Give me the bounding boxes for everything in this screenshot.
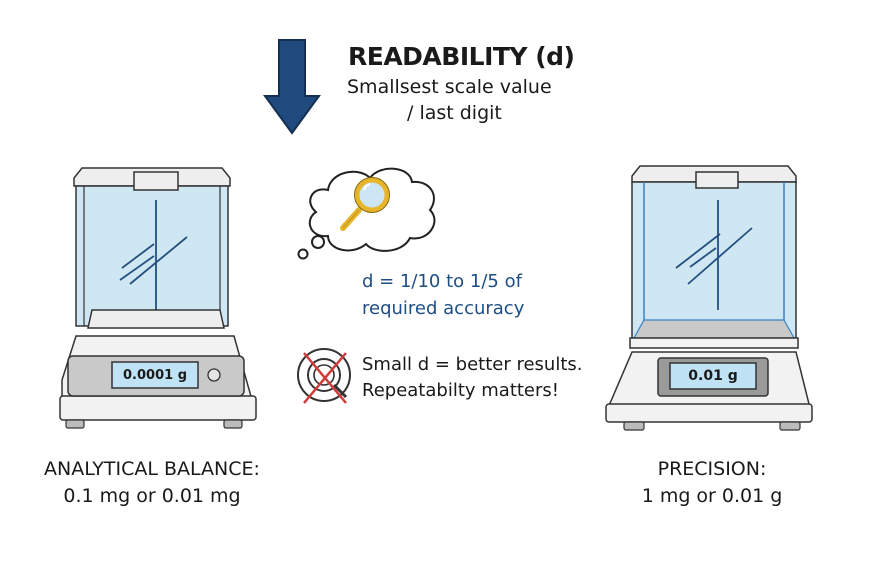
subtitle-line-2: / last digit [407,102,502,124]
analytical-balance-icon [59,167,257,429]
precision-balance-icon [605,165,813,431]
tip-line-2: Repeatabilty matters! [362,380,559,401]
page-title: READABILITY (d) [348,42,575,71]
down-arrow-icon [263,39,321,135]
caption-value: 0.1 mg or 0.01 mg [63,485,241,507]
crossed-out-target-icon [297,348,351,404]
caption-value: 1 mg or 0.01 g [641,485,783,507]
caption-title: ANALYTICAL BALANCE: [44,458,260,480]
tip-text: Small d = better results. Repeatabilty m… [362,352,583,404]
tip-line-1: Small d = better results. [362,354,583,375]
thought-bubble-magnifier-icon [297,167,436,260]
analytical-balance-caption: ANALYTICAL BALANCE: 0.1 mg or 0.01 mg [22,456,282,510]
precision-balance-illustration: 0.01 g [600,160,820,435]
balance-display-readout: 0.0001 g [123,368,187,383]
readability-formula: d = 1/10 to 1/5 of required accuracy [362,268,524,322]
formula-line-2: required accuracy [362,298,525,319]
caption-title: PRECISION: [657,458,767,480]
balance-display-readout: 0.01 g [688,368,738,384]
precision-balance-caption: PRECISION: 1 mg or 0.01 g [602,456,822,510]
formula-line-1: d = 1/10 to 1/5 of [362,271,522,292]
analytical-balance-illustration: 0.0001 g [52,160,267,435]
subtitle-line-1: Smallsest scale value [347,76,552,98]
